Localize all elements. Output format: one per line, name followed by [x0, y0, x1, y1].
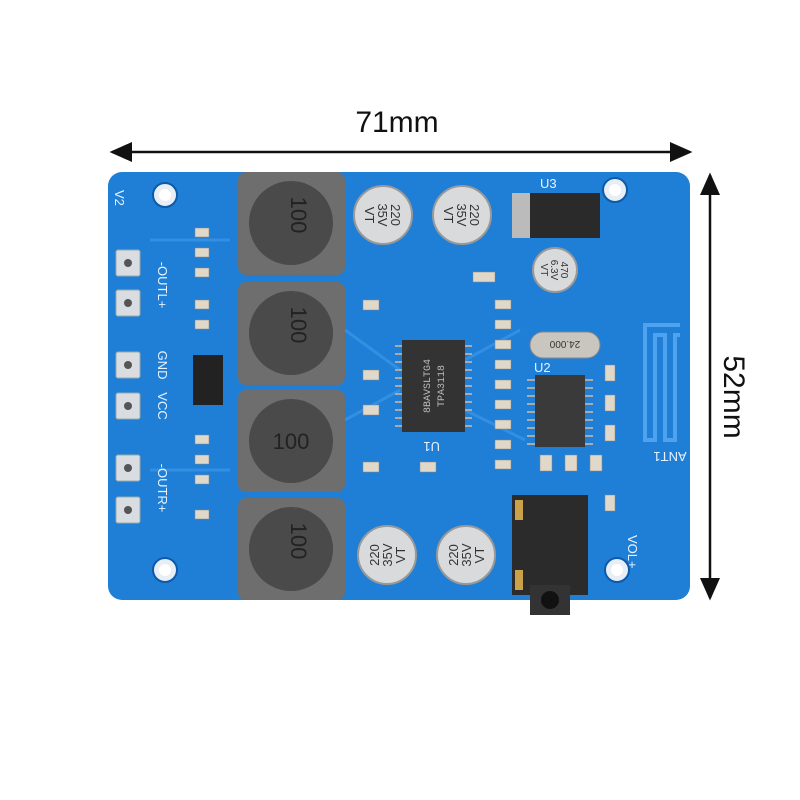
smd-components — [194, 227, 616, 520]
label-ant1: ANT1 — [653, 449, 686, 464]
electrolytic-capacitors — [353, 185, 578, 585]
inductor-label-2: 100 — [286, 307, 311, 344]
height-label: 52mm — [717, 355, 750, 438]
label-u1: U1 — [423, 439, 440, 454]
svg-text:VT: VT — [441, 207, 456, 224]
audio-jack — [512, 495, 588, 615]
label-outr: -OUTR+ — [155, 464, 170, 513]
cap-label-c32: 470 6.3V VT — [538, 260, 569, 281]
svg-text:470: 470 — [558, 262, 569, 279]
amplifier-chip: 8BAVSLTG4 TPA3118 — [395, 340, 472, 432]
mounting-holes — [152, 177, 630, 583]
cap-label-c2-bottom: 220 35V VT — [367, 543, 408, 566]
svg-text:VT: VT — [472, 547, 487, 564]
svg-text:220: 220 — [467, 204, 482, 226]
pcb-antenna — [643, 323, 680, 442]
label-u3: U3 — [540, 176, 557, 191]
crystal-label: 24.000 — [549, 338, 580, 349]
diode — [193, 355, 223, 405]
cap-label-c3-top: 220 35V VT — [362, 203, 403, 226]
inductors — [238, 172, 345, 600]
solder-pads — [115, 249, 141, 524]
label-outl: -OUTL+ — [155, 262, 170, 309]
svg-text:TPA3118: TPA3118 — [437, 365, 448, 407]
bluetooth-chip — [527, 375, 593, 447]
svg-text:220: 220 — [367, 544, 382, 566]
width-label: 71mm — [355, 106, 438, 139]
svg-text:35V: 35V — [459, 543, 474, 566]
svg-text:VT: VT — [362, 207, 377, 224]
svg-text:35V: 35V — [454, 203, 469, 226]
svg-text:35V: 35V — [375, 203, 390, 226]
crystal — [529, 331, 601, 359]
inductor-label-1: 100 — [286, 197, 311, 234]
cap-label-c1-bottom: 220 35V VT — [446, 543, 487, 566]
label-vcc: VCC — [155, 392, 170, 419]
svg-text:6.3V: 6.3V — [548, 260, 559, 281]
inductor-label-4: 100 — [286, 523, 311, 560]
label-vol: VOL+ — [625, 535, 640, 569]
inductor-label-3: 100 — [273, 429, 310, 454]
label-v2: V2 — [112, 190, 127, 206]
svg-text:VT: VT — [538, 264, 549, 277]
label-gnd: GND — [155, 351, 170, 380]
cap-label-c4-top: 220 35V VT — [441, 203, 482, 226]
svg-text:220: 220 — [446, 544, 461, 566]
svg-text:35V: 35V — [380, 543, 395, 566]
svg-text:220: 220 — [388, 204, 403, 226]
label-u2: U2 — [534, 360, 551, 375]
svg-text:VT: VT — [393, 547, 408, 564]
svg-text:8BAVSLTG4: 8BAVSLTG4 — [423, 359, 434, 413]
